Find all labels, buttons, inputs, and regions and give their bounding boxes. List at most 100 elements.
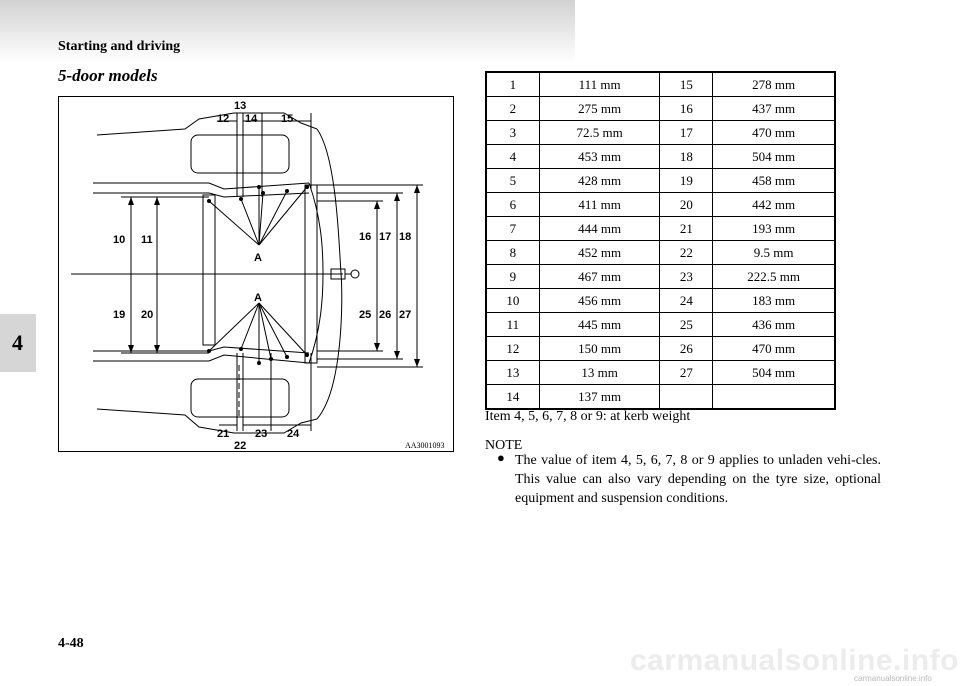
dimension-value-cell: 222.5 mm bbox=[712, 264, 836, 289]
item-number-cell: 26 bbox=[659, 336, 714, 361]
dimension-value-cell: 72.5 mm bbox=[538, 120, 661, 145]
label-17: 17 bbox=[379, 231, 391, 243]
item-number-cell: 22 bbox=[659, 240, 714, 265]
dimension-value-cell: 183 mm bbox=[712, 288, 836, 313]
tyre-lower bbox=[190, 378, 290, 418]
dimension-value-cell: 150 mm bbox=[538, 336, 661, 361]
dimension-value-cell: 111 mm bbox=[538, 71, 661, 97]
item-number-cell: 16 bbox=[659, 96, 714, 121]
item-number-cell: 11 bbox=[485, 312, 540, 337]
bumper-inner-curve bbox=[308, 182, 324, 364]
figure-code: AA3001093 bbox=[405, 441, 445, 450]
note-bullet-icon: ● bbox=[497, 450, 505, 465]
dimension-value-cell: 504 mm bbox=[712, 144, 836, 169]
dimension-value-cell: 452 mm bbox=[538, 240, 661, 265]
dimension-value-cell: 278 mm bbox=[712, 71, 836, 97]
dimension-value-cell: 504 mm bbox=[712, 360, 836, 385]
label-11: 11 bbox=[141, 234, 153, 246]
subheading: 5-door models bbox=[58, 66, 158, 85]
item-number-cell: 10 bbox=[485, 288, 540, 313]
dimension-value-cell bbox=[712, 384, 836, 410]
frame-rail-upper-outer bbox=[93, 182, 310, 190]
item-number-cell: 20 bbox=[659, 192, 714, 217]
kerb-weight-note: Item 4, 5, 6, 7, 8 or 9: at kerb weight bbox=[485, 409, 691, 424]
section-header: Starting and driving bbox=[58, 39, 181, 54]
item-number-cell: 23 bbox=[659, 264, 714, 289]
page-number: 4-48 bbox=[58, 636, 84, 651]
note-text: The value of item 4, 5, 6, 7, 8 or 9 app… bbox=[515, 453, 881, 506]
dimension-value-cell: 445 mm bbox=[538, 312, 661, 337]
label-13: 13 bbox=[234, 100, 246, 112]
dimension-value-cell: 444 mm bbox=[538, 216, 661, 241]
item-number-cell: 3 bbox=[485, 120, 540, 145]
item-number-cell: 1 bbox=[485, 71, 540, 97]
chapter-tab bbox=[0, 314, 36, 372]
dimension-value-cell: 9.5 mm bbox=[712, 240, 836, 265]
dimension-value-cell: 467 mm bbox=[538, 264, 661, 289]
item-number-cell: 25 bbox=[659, 312, 714, 337]
dimension-value-cell: 437 mm bbox=[712, 96, 836, 121]
watermark-small: carmanualsonline.info bbox=[854, 674, 932, 683]
item-number-cell: 14 bbox=[485, 384, 540, 410]
label-16: 16 bbox=[359, 231, 371, 243]
item-number-cell bbox=[659, 384, 714, 410]
label-23: 23 bbox=[255, 428, 267, 440]
item-number-cell: 9 bbox=[485, 264, 540, 289]
item-number-cell: 18 bbox=[659, 144, 714, 169]
item-number-cell: 13 bbox=[485, 360, 540, 385]
vehicle-underbody-diagram: 13 12 14 15 10 11 19 20 16 17 18 25 26 2… bbox=[71, 100, 445, 451]
label-26: 26 bbox=[379, 309, 391, 321]
label-18: 18 bbox=[399, 231, 411, 243]
dimension-value-cell: 456 mm bbox=[538, 288, 661, 313]
dimension-value-cell: 458 mm bbox=[712, 168, 836, 193]
towing-dimension-figure: 13 12 14 15 10 11 19 20 16 17 18 25 26 2… bbox=[58, 96, 454, 452]
dimension-value-cell: 436 mm bbox=[712, 312, 836, 337]
dimension-value-cell: 137 mm bbox=[538, 384, 661, 410]
item-number-cell: 21 bbox=[659, 216, 714, 241]
label-a-bottom: A bbox=[254, 292, 262, 304]
dimension-value-cell: 411 mm bbox=[538, 192, 661, 217]
body-outline-upper bbox=[96, 112, 318, 136]
frame-rail-lower-outer bbox=[93, 354, 310, 364]
item-number-cell: 5 bbox=[485, 168, 540, 193]
dimension-value-cell: 470 mm bbox=[712, 336, 836, 361]
frame-rail-upper-inner bbox=[93, 192, 310, 198]
label-25: 25 bbox=[359, 309, 371, 321]
body-outline-front bbox=[316, 128, 343, 420]
item-number-cell: 4 bbox=[485, 144, 540, 169]
watermark-logo: carmanualsonline.info bbox=[630, 644, 959, 677]
dimension-value-cell: 428 mm bbox=[538, 168, 661, 193]
label-27: 27 bbox=[399, 309, 411, 321]
label-24: 24 bbox=[287, 428, 300, 440]
item-number-cell: 8 bbox=[485, 240, 540, 265]
label-15: 15 bbox=[281, 113, 293, 125]
dimension-value-cell: 470 mm bbox=[712, 120, 836, 145]
body-outline-lower bbox=[96, 408, 318, 434]
dimension-value-cell: 453 mm bbox=[538, 144, 661, 169]
frame-rail-lower-inner bbox=[93, 346, 310, 354]
dimension-value-cell: 442 mm bbox=[712, 192, 836, 217]
label-19: 19 bbox=[113, 309, 125, 321]
label-21: 21 bbox=[217, 428, 229, 440]
item-number-cell: 19 bbox=[659, 168, 714, 193]
hook-mount-rear bbox=[202, 194, 216, 346]
chapter-number: 4 bbox=[12, 330, 23, 355]
item-number-cell: 17 bbox=[659, 120, 714, 145]
item-number-cell: 6 bbox=[485, 192, 540, 217]
item-number-cell: 24 bbox=[659, 288, 714, 313]
item-number-cell: 2 bbox=[485, 96, 540, 121]
note-heading: NOTE bbox=[485, 438, 523, 453]
